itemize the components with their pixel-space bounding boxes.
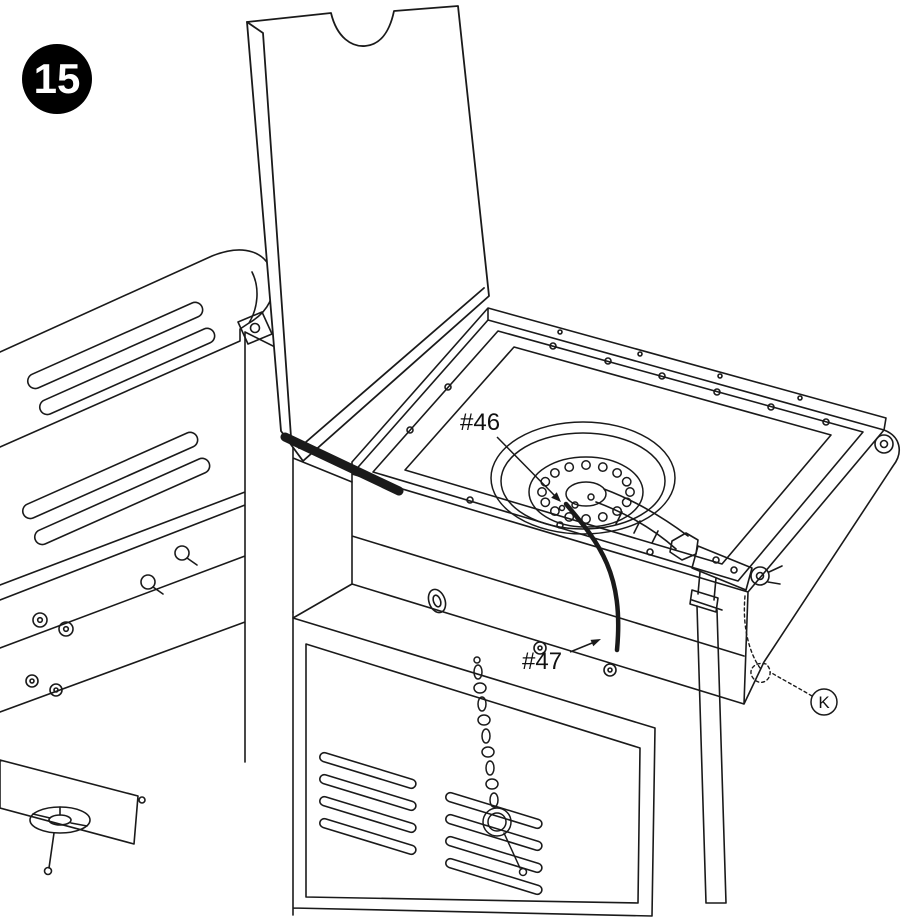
part-47-arrowhead: [590, 639, 601, 647]
label-part-47: #47: [522, 639, 601, 675]
burner-hub: [566, 482, 606, 506]
side-burner-lid-open: [247, 6, 489, 491]
handle-slot: [425, 587, 448, 615]
lid-support-strut: [285, 437, 399, 491]
gas-hose-and-valve: [596, 489, 782, 612]
clip-leader: [770, 672, 812, 696]
rim-screw-holes: [407, 330, 829, 555]
valve-knob: [751, 567, 769, 585]
part-47-label: #47: [522, 648, 562, 675]
door-louvers: [319, 752, 543, 896]
match-ring: [483, 808, 511, 836]
valve-wing: [768, 566, 782, 584]
gas-supply-pipe: [692, 600, 726, 903]
hinge-screw: [251, 324, 260, 333]
part-46-leader: [497, 437, 558, 499]
clip-lanyard: [744, 596, 760, 668]
clip-k-part: [744, 596, 812, 696]
hood-vent-slot: [25, 300, 205, 391]
flex-hose: [596, 489, 688, 549]
tee-fitting: [690, 572, 718, 612]
clip-hook: [751, 663, 770, 682]
firebox-vent-slot: [20, 430, 200, 521]
label-clip-k: K: [811, 689, 837, 715]
part-46-arrowhead: [551, 492, 561, 502]
frame-end-cap: [875, 435, 893, 453]
part-46-label: #46: [460, 409, 500, 436]
body-screws: [26, 546, 197, 803]
shelf-peg: [49, 833, 54, 868]
cabinet-door-outline: [293, 612, 655, 916]
hood-vent-slot: [37, 326, 217, 417]
main-grill-body: [0, 250, 352, 875]
label-part-46: #46: [460, 409, 561, 502]
clip-k-circle: [811, 689, 837, 715]
gas-tube-47: [566, 504, 618, 650]
cart-cabinet: [293, 612, 655, 916]
lid-edge-lines: [247, 22, 484, 448]
chain-and-ring: [474, 657, 527, 876]
match-holder-rod: [504, 833, 520, 868]
step-number-badge: 15: [22, 44, 92, 114]
side-shelf: [0, 760, 138, 875]
valve-body: [692, 546, 752, 590]
burner-flame-holes: [538, 461, 634, 523]
side-burner-assembly: [491, 422, 675, 534]
lid-panel: [247, 6, 489, 461]
front-panel-details: [425, 587, 616, 676]
clip-k-label: K: [818, 693, 830, 712]
chain-anchor: [474, 657, 480, 663]
firebox-vent-slot: [32, 456, 212, 547]
burner-bowl: [491, 422, 675, 534]
lid-hinge-bracket: [238, 312, 272, 344]
